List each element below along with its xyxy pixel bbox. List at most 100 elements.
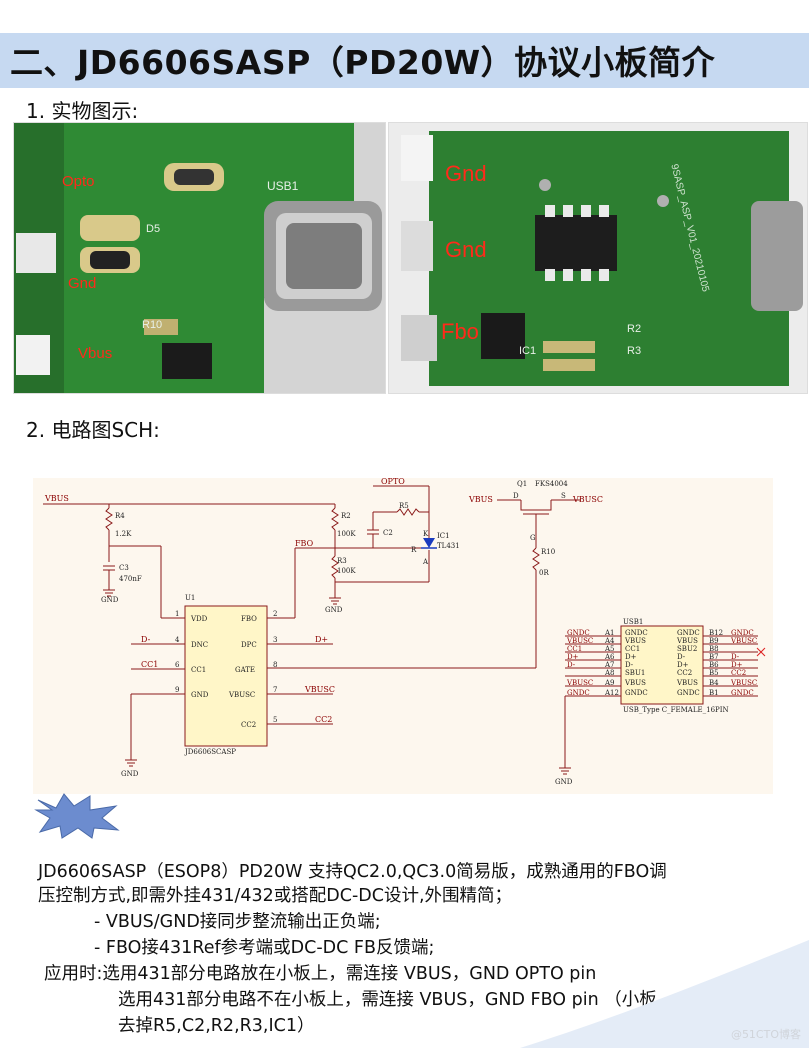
label-gnd-1: Gnd [445,161,487,186]
pcb-back-drawing [389,123,807,393]
usb-left-pin: A12 [604,689,619,697]
u1-dpc: DPC [241,641,257,649]
usb-left-name: GNDC [625,689,648,697]
usb-right-pin: B7 [709,653,719,661]
burst-shape [34,793,120,839]
usb-left-net: D+ [567,653,579,661]
usb-left-net: GNDC [567,689,590,697]
part-r3: R3 [337,557,347,565]
usb-right-net: D+ [731,661,743,669]
usb-left-name: CC1 [625,645,640,653]
section-2-heading: 2. 电路图SCH: [26,418,160,442]
usb-right-net: CC2 [731,669,746,677]
net-dplus: D+ [315,635,328,644]
tl431-symbol [423,538,435,548]
usb-left-name: VBUS [624,637,646,645]
usb-right-net: D- [731,653,740,661]
u1-pin-7: 7 [273,686,277,694]
net-vbusc-u1: VBUSC [304,685,335,694]
usb-left-name: GNDC [625,629,648,637]
part-r2: R2 [341,512,351,520]
usb-left-pin: A4 [604,637,615,645]
u1-vbusc: VBUSC [228,691,255,699]
usb-right-name: D- [677,653,686,661]
corner-wave [520,940,809,1048]
desc-line-2: 压控制方式,即需外挂431/432或搭配DC-DC设计,外围精简； [38,886,513,906]
u1-cc2: CC2 [241,721,256,729]
u1-pin-9: 9 [175,686,179,694]
usb-left-net: VBUSC [566,679,593,687]
part-r4-value: 1.2K [115,530,132,538]
silk-d5: D5 [146,223,161,235]
usb-right-pin: B12 [709,629,723,637]
pin-r: R [411,546,417,554]
net-vbus: VBUS [44,494,69,503]
desc-line-1: JD6606SASP（ESOP8）PD20W 支持QC2.0,QC3.0简易版，… [38,862,667,882]
pin-d: D [513,492,519,500]
usb-right-pin: B1 [709,689,719,697]
u1-body [184,605,268,747]
section-1-heading: 1. 实物图示: [26,99,139,123]
usb-left-net: D- [567,661,576,669]
usb1-body [620,625,704,705]
net-cc1: CC1 [141,660,158,669]
usb-left-net: VBUSC [566,637,593,645]
usb-left-pin: A8 [604,669,615,677]
net-cc2: CC2 [315,715,332,724]
usb-right-pin: B9 [709,637,719,645]
part-r10: R10 [541,548,555,556]
u1-pin-5: 5 [273,716,277,724]
part-r10-value: 0R [539,569,549,577]
label-vbus: Vbus [78,345,113,362]
usb-right-name: D+ [677,661,689,669]
u1-pin-6: 6 [175,661,180,669]
usb-left-pin: A9 [604,679,615,687]
usb-left-net: CC1 [567,645,582,653]
usb-right-pin: B4 [709,679,719,687]
part-r2-value: 100K [337,530,356,538]
silk-r10: R10 [142,319,163,331]
usb-left-pin: A1 [604,629,615,637]
label-gnd-left: Gnd [68,275,97,292]
usb-left-net: GNDC [567,629,590,637]
u1-pin-2: 2 [273,610,277,618]
schematic-drawing: VBUS OPTO FBO VBUS VBUSC D- CC1 D+ VBUSC… [43,477,766,786]
u1-fbo: FBO [241,615,257,623]
usb-right-pin: B6 [709,661,719,669]
u1-pin-3: 3 [273,636,277,644]
part-c2: C2 [383,529,393,537]
gnd-label-3: GND [121,770,139,778]
usb-right-name: VBUS [676,679,698,687]
label-gnd-2: Gnd [445,237,487,262]
usb-left-name: SBU1 [625,669,645,677]
u1-pin-1: 1 [175,610,179,618]
board-photo-front: Opto Gnd Vbus USB1 D5 R10 [13,122,386,394]
usb-right-name: SBU2 [677,645,697,653]
u1-pin-8: 8 [273,661,277,669]
schematic-panel: VBUS OPTO FBO VBUS VBUSC D- CC1 D+ VBUSC… [33,477,773,794]
usb-left-pin: A6 [604,653,615,661]
part-q1-value: FKS4004 [535,480,568,488]
part-r3-value: 100K [337,567,356,575]
usb-right-net: VBUSC [730,637,757,645]
gnd-label-1: GND [101,596,119,604]
silk-r2: R2 [627,323,642,335]
gnd-label-4: GND [555,778,573,786]
part-r5: R5 [399,502,409,510]
net-dminus: D- [141,635,151,644]
usb-right-name: GNDC [677,689,700,697]
usb-right-pin: B5 [709,669,719,677]
part-c3-value: 470nF [119,575,142,583]
pin-s: S [561,492,566,500]
net-vbusc: VBUSC [572,495,603,504]
watermark: @51CTO博客 [730,1028,801,1041]
u1-gnd: GND [191,691,209,699]
part-ic1-value: TL431 [437,542,460,550]
usb-right-pin: B8 [709,645,719,653]
desc-app-3: 去掉R5,C2,R2,R3,IC1） [118,1016,315,1036]
usb-right-name: VBUS [676,637,698,645]
u1-cc1: CC1 [191,666,206,674]
usb-right-name: GNDC [677,629,700,637]
usb-right-name: CC2 [677,669,692,677]
board-photo-back: Gnd Gnd Fbo 9SASP_ASP_V01_20210105 R2 R3… [388,122,808,394]
